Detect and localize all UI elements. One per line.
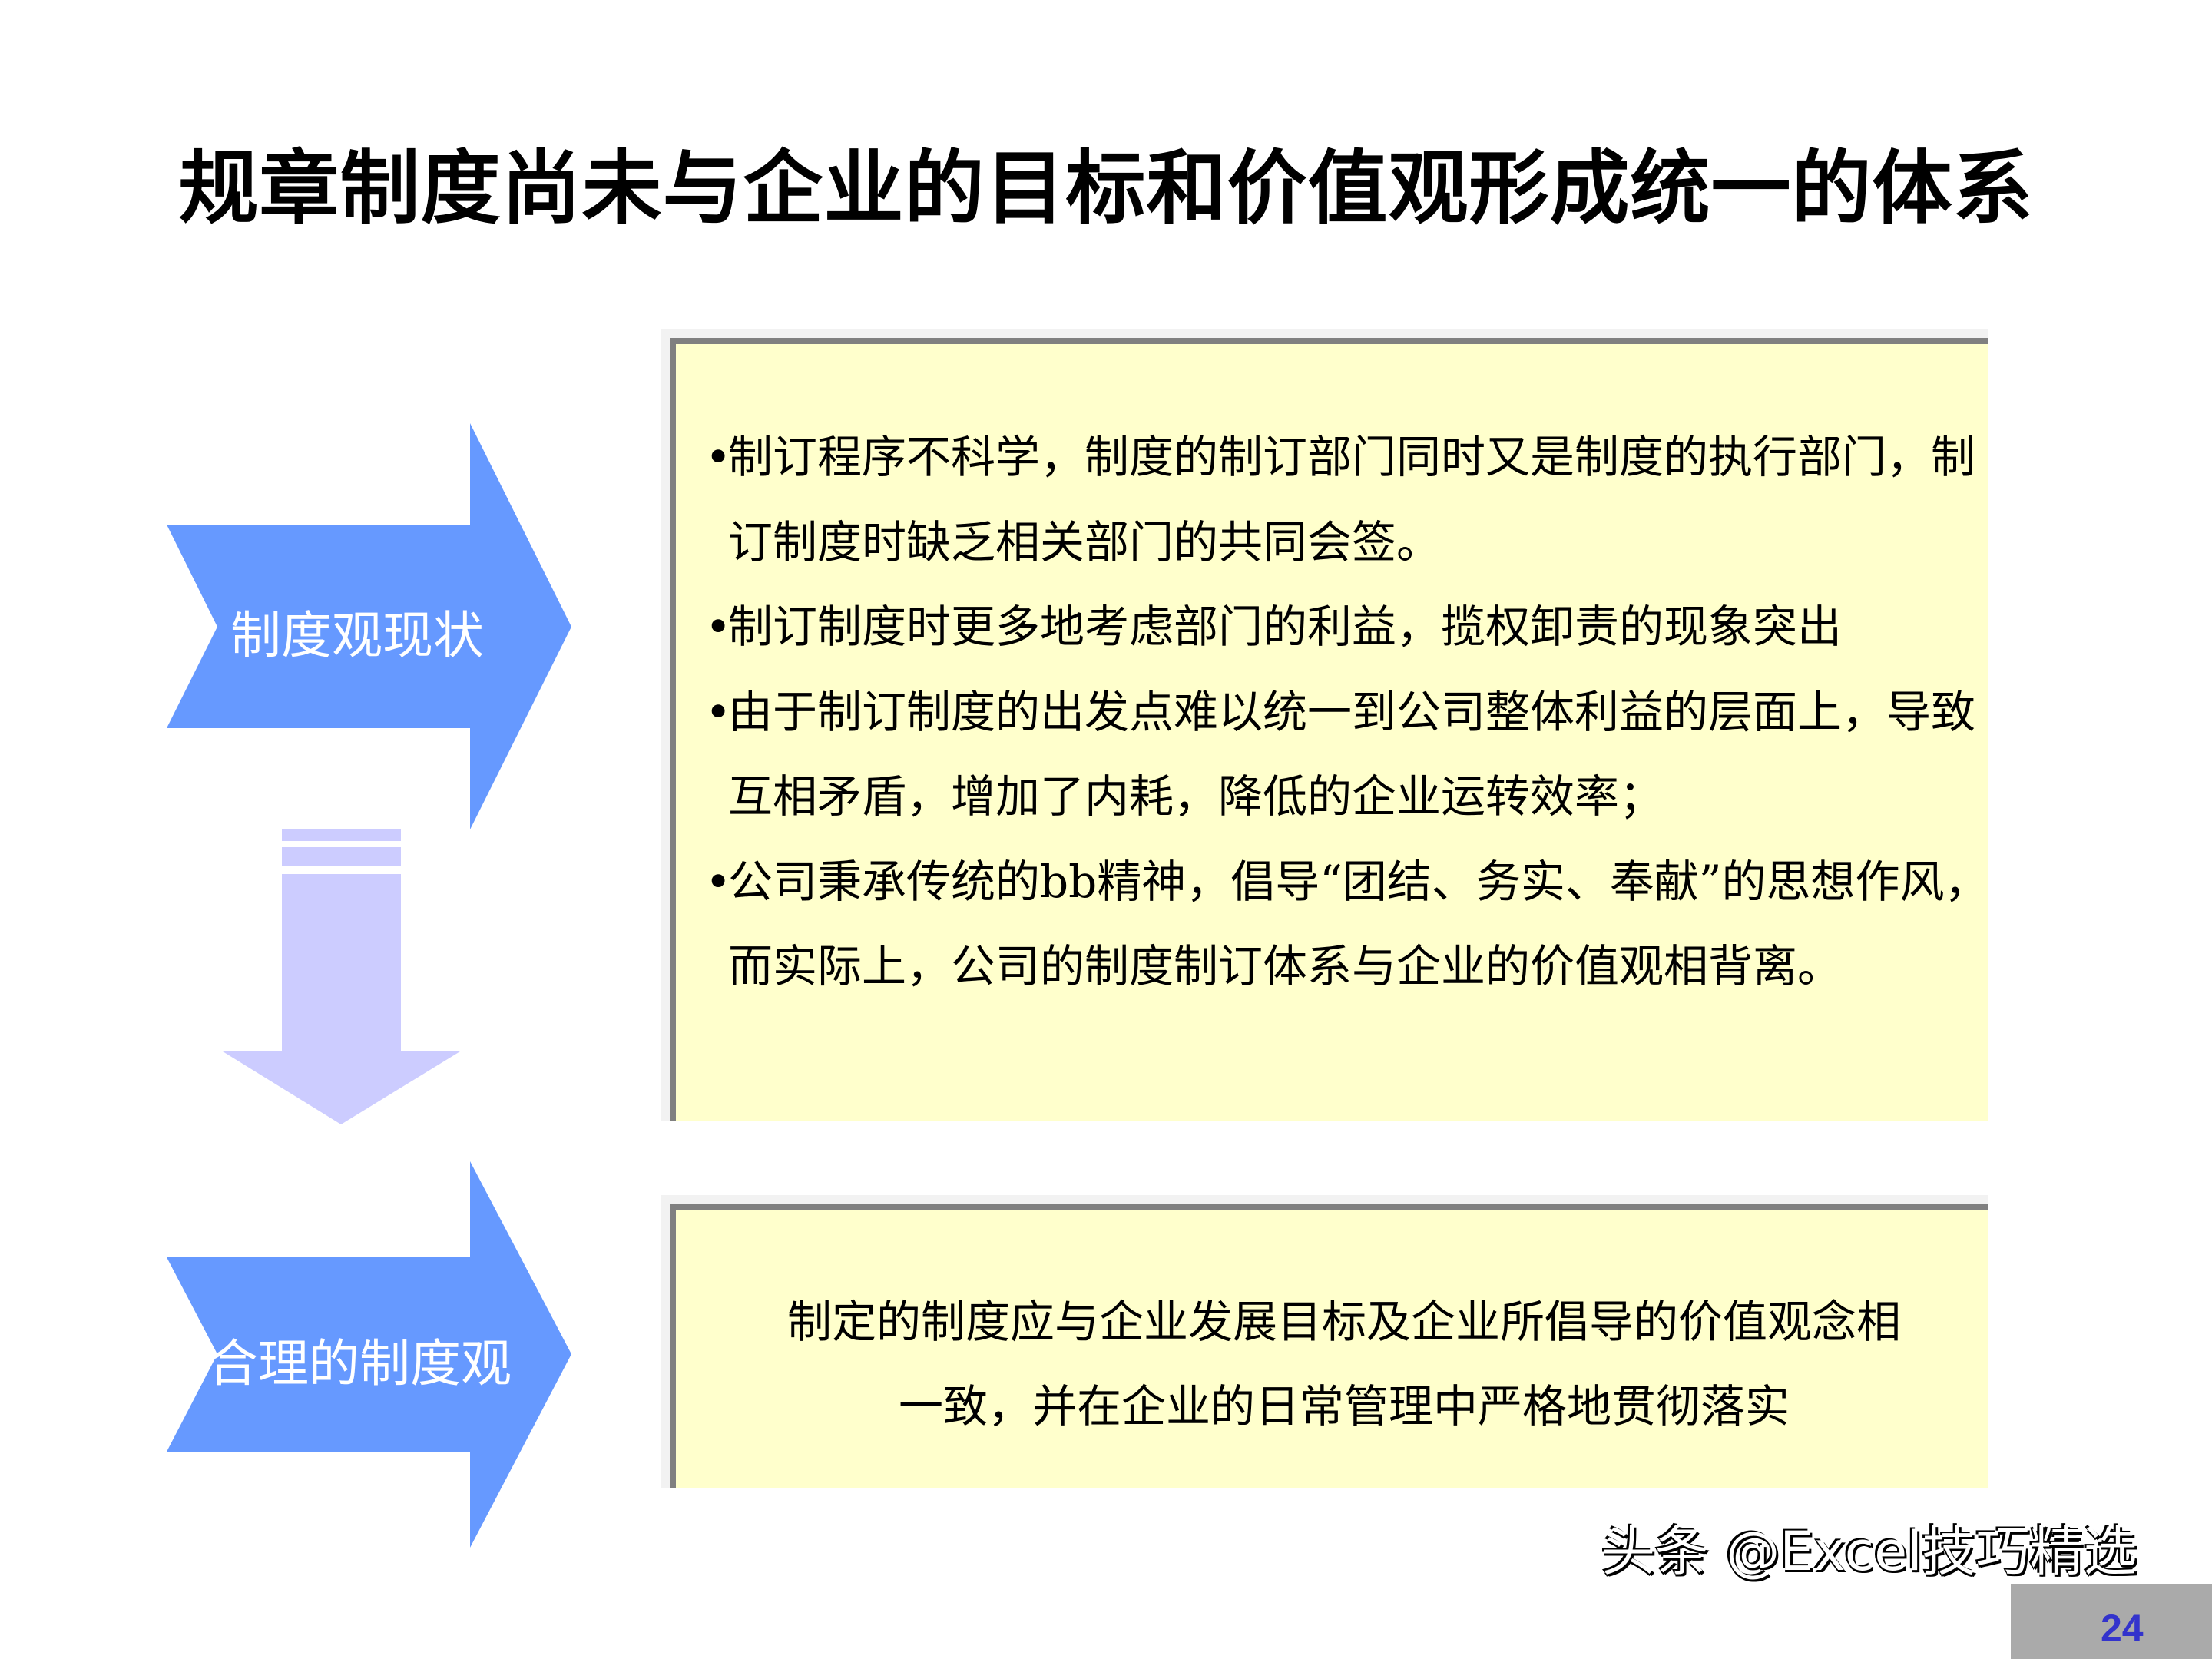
bullet-dot: • <box>705 685 732 738</box>
current-state-label: 制度观现状 <box>230 606 484 665</box>
bullet-text: 由于制订制度的出发点难以统一到公司整体利益的层面上，导致互相矛盾，增加了内耗，降… <box>728 685 1976 823</box>
bullet-item: •由于制订制度的出发点难以统一到公司整体利益的层面上，导致互相矛盾，增加了内耗，… <box>705 670 1995 839</box>
down-arrow-stripe <box>282 830 401 841</box>
page-title: 规章制度尚未与企业的目标和价值观形成统一的体系 <box>178 141 2034 235</box>
bullet-dot: • <box>705 431 732 483</box>
target-state-label: 合理的制度观 <box>207 1334 512 1393</box>
target-state-arrow <box>167 1161 571 1548</box>
bullet-text: 公司秉承传统的bb精神，倡导“团结、务实、奉献”的思想作风，而实际上，公司的制度… <box>728 855 1989 993</box>
down-arrow-stripe <box>282 847 401 866</box>
target-line: 一致，并在企业的日常管理中严格地贯彻落实 <box>898 1380 1790 1432</box>
page-number-box <box>2011 1584 2212 1659</box>
target-line: 制定的制度应与企业发展目标及企业所倡导的价值观念相 <box>786 1296 1901 1348</box>
bullet-text: 制订程序不科学，制度的制订部门同时又是制度的执行部门，制订制度时缺乏相关部门的共… <box>728 431 1976 568</box>
bullet-item: •制订制度时更多地考虑部门的利益，揽权卸责的现象突出 <box>705 584 1995 670</box>
watermark: 头条 @Excel技巧精选 <box>1601 1520 2137 1583</box>
down-arrow <box>223 874 460 1124</box>
current-state-box <box>661 329 1988 1121</box>
bullet-item: •制订程序不科学，制度的制订部门同时又是制度的执行部门，制订制度时缺乏相关部门的… <box>705 415 1995 584</box>
page-number: 24 <box>2101 1607 2144 1650</box>
bullet-text: 制订制度时更多地考虑部门的利益，揽权卸责的现象突出 <box>728 601 1843 653</box>
box-fill <box>676 1210 1988 1488</box>
target-state-box <box>661 1195 1988 1488</box>
current-state-arrow <box>167 423 571 830</box>
current-state-bullets: •制订程序不科学，制度的制订部门同时又是制度的执行部门，制订制度时缺乏相关部门的… <box>705 415 1995 1009</box>
bullet-item: •公司秉承传统的bb精神，倡导“团结、务实、奉献”的思想作风，而实际上，公司的制… <box>705 839 1995 1009</box>
target-state-text: 制定的制度应与企业发展目标及企业所倡导的价值观念相 一致，并在企业的日常管理中严… <box>707 1280 1982 1449</box>
box-fill <box>676 344 1988 1121</box>
bullet-dot: • <box>705 601 732 653</box>
bullet-dot: • <box>705 855 732 908</box>
